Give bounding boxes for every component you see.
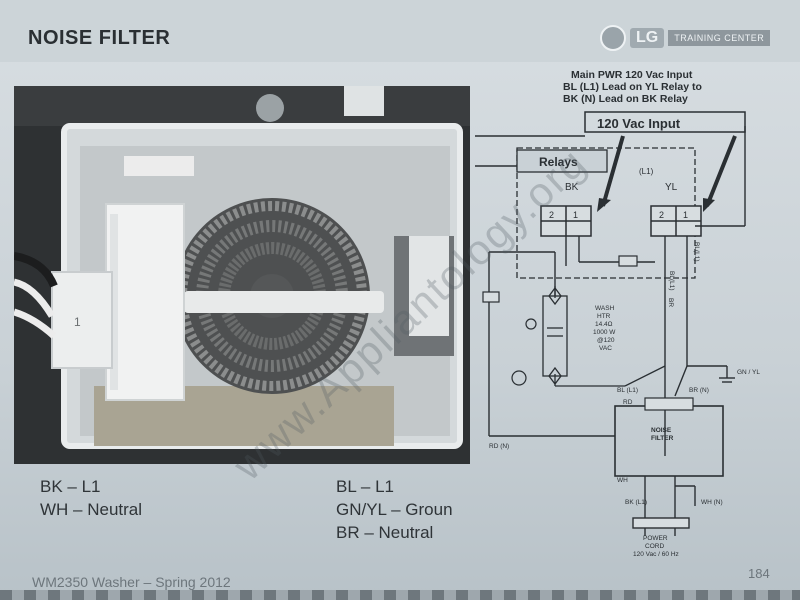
relay-pin-4: 1 — [683, 210, 688, 220]
relay-bk-label: BK — [565, 182, 579, 193]
rd-n-label: RD (N) — [489, 443, 509, 450]
noise-filter-photo-image: 1 — [14, 86, 470, 464]
annotation-main-line-2: BL (L1) Lead on YL Relay to — [563, 81, 702, 93]
heater-label-1: WASH — [595, 305, 615, 312]
legend-item: GN/YL – Groun — [336, 500, 453, 519]
wh-n-label: WH (N) — [701, 499, 723, 506]
annotation-main-line-3: BK (N) Lead on BK Relay — [563, 93, 688, 105]
relay-yl-label: YL — [665, 182, 678, 193]
bl-wire-label: BL(L1) — [668, 271, 675, 291]
legend-item: BR – Neutral — [336, 523, 434, 542]
binding-coil — [0, 590, 800, 600]
noise-filter-label-1: NOISE — [651, 427, 672, 434]
power-cord-label-3: 120 Vac / 60 Hz — [633, 551, 679, 558]
wh-label: WH — [617, 477, 628, 484]
annotation-main-line-1: Main PWR 120 Vac Input — [571, 69, 693, 81]
heater-label-2: HTR — [597, 313, 611, 320]
page-title: NOISE FILTER — [28, 27, 171, 49]
l1-label: (L1) — [639, 167, 654, 176]
annotation-input: 120 Vac Input — [597, 116, 681, 131]
training-center-label: TRAINING CENTER — [668, 30, 771, 46]
lg-logo: LG TRAINING CENTER — [600, 25, 771, 51]
ground-symbol — [687, 365, 735, 383]
ground-label: GN / YL — [737, 369, 760, 376]
power-cord-label-2: CORD — [645, 543, 664, 550]
input-arrow-left — [601, 135, 625, 207]
bl-l1-label: BL (L1) — [617, 387, 638, 394]
heater-label-3: 14.4Ω — [595, 321, 613, 328]
legend-item: BL – L1 — [336, 477, 394, 496]
component-label: 1 — [74, 315, 81, 329]
legend-photo-wires: BK – L1 WH – Neutral — [40, 475, 142, 521]
relay-pin-3: 2 — [659, 210, 664, 220]
br-n-label: BR (N) — [689, 387, 709, 394]
legend-diagram-wires: BL – L1 GN/YL – Groun BR – Neutral — [336, 475, 453, 544]
bk-l1-label: BK (L1) — [625, 499, 647, 506]
footer-course-title: WM2350 Washer – Spring 2012 — [32, 574, 231, 590]
power-cord — [632, 476, 696, 536]
relay-pin-1: 2 — [549, 210, 554, 220]
page-number: 184 — [748, 566, 770, 581]
br-wire-label: BR — [667, 298, 674, 307]
legend-item: BK – L1 — [40, 477, 101, 496]
lg-logo-text: LG — [630, 28, 665, 48]
relay-pin-2: 1 — [573, 210, 578, 220]
heater-label-4: 1000 W — [593, 329, 616, 336]
lg-logo-icon — [600, 25, 626, 51]
relays-label: Relays — [539, 155, 578, 169]
heater-label-5: @120 — [597, 337, 615, 344]
heater-label-6: VAC — [599, 345, 612, 352]
wash-heater — [542, 286, 666, 387]
wiring-diagram-svg: Main PWR 120 Vac Input BL (L1) Lead on Y… — [475, 69, 760, 558]
slide-header: NOISE FILTER LG TRAINING CENTER — [0, 0, 800, 62]
rd-label: RD — [623, 399, 633, 406]
input-arrow-right — [705, 135, 737, 207]
capacitor-block — [105, 203, 185, 401]
noise-filter-photo: 1 — [14, 86, 470, 464]
power-cord-label-1: POWER — [643, 535, 668, 542]
screw-icon — [256, 94, 284, 122]
wiring-diagram: Main PWR 120 Vac Input BL (L1) Lead on Y… — [475, 66, 800, 566]
legend-item: WH – Neutral — [40, 500, 143, 519]
bk-wire-label: BL(L1) — [693, 242, 700, 262]
noise-filter-label-2: FILTER — [651, 435, 674, 442]
